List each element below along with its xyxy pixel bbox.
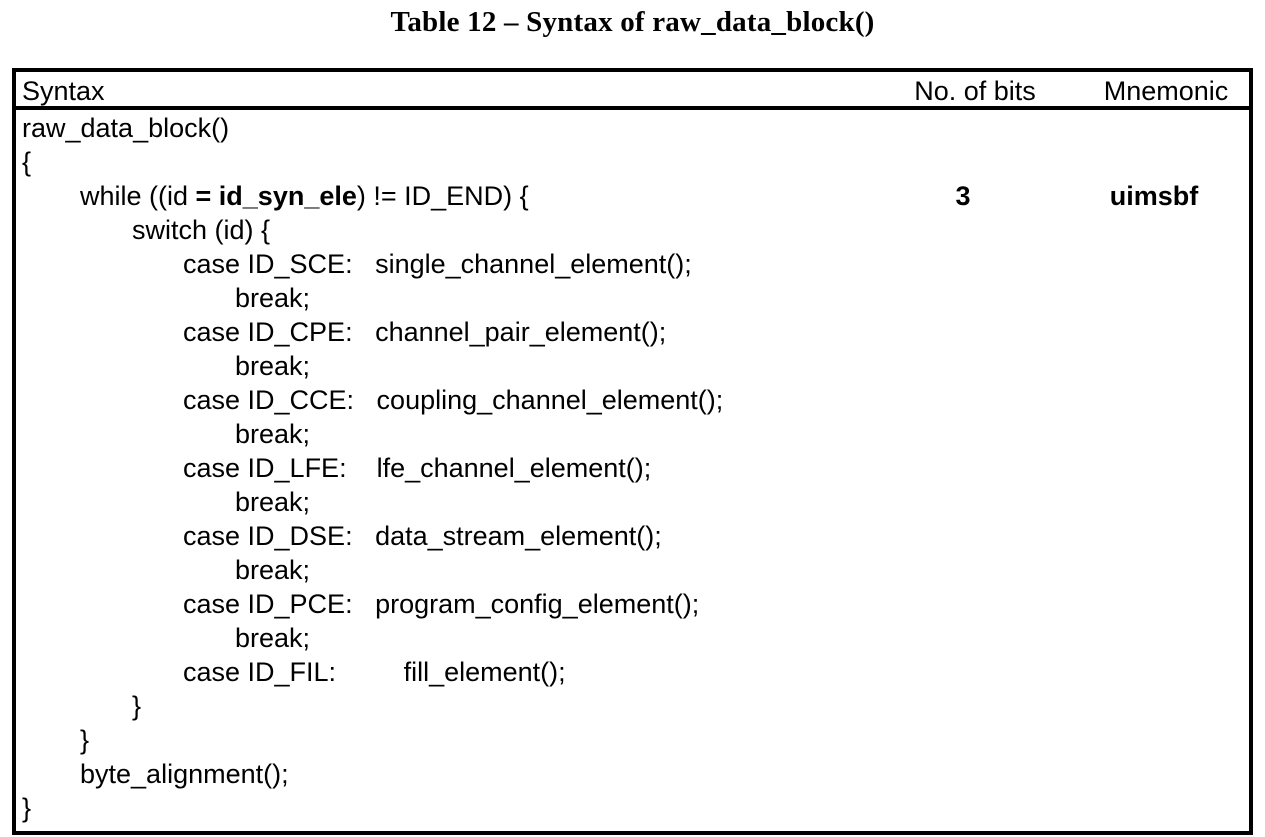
syntax-code-cell: case ID_CPE: channel_pair_element(); (183, 315, 666, 349)
syntax-text: break; (235, 351, 311, 381)
syntax-row: case ID_FIL: fill_element(); (16, 655, 1249, 689)
column-header-no-of-bits: No. of bits (914, 76, 1036, 106)
syntax-row: case ID_CPE: channel_pair_element(); (16, 315, 1249, 349)
syntax-row: { (16, 145, 1249, 179)
syntax-code-cell: break; (235, 417, 310, 451)
column-header-mnemonic: Mnemonic (1103, 76, 1229, 106)
syntax-row: case ID_SCE: single_channel_element(); (16, 247, 1249, 281)
syntax-text: ) != ID_END) { (356, 181, 529, 211)
syntax-code-cell: case ID_PCE: program_config_element(); (183, 587, 699, 621)
syntax-row: break; (16, 621, 1249, 655)
syntax-text: } (22, 793, 32, 823)
syntax-table: Syntax No. of bits Mnemonic raw_data_blo… (12, 68, 1253, 835)
table-caption: Table 12 – Syntax of raw_data_block() (390, 6, 875, 38)
syntax-text: } (132, 691, 142, 721)
syntax-code-cell: case ID_CCE: coupling_channel_element(); (183, 383, 723, 417)
syntax-code-cell: case ID_LFE: lfe_channel_element(); (183, 451, 651, 485)
syntax-code-cell: break; (235, 349, 310, 383)
syntax-text: break; (235, 623, 311, 653)
syntax-code-cell: } (80, 723, 89, 757)
syntax-text: break; (235, 555, 311, 585)
syntax-text: { (22, 147, 32, 177)
syntax-code-cell: case ID_DSE: data_stream_element(); (183, 519, 662, 553)
syntax-code-cell: case ID_FIL: fill_element(); (183, 655, 566, 689)
syntax-row: case ID_DSE: data_stream_element(); (16, 519, 1249, 553)
syntax-text: switch (id) { (132, 215, 271, 245)
syntax-text: case ID_SCE: single_channel_element(); (183, 249, 692, 279)
syntax-row: case ID_PCE: program_config_element(); (16, 587, 1249, 621)
syntax-text: case ID_CPE: channel_pair_element(); (183, 317, 667, 347)
syntax-text: case ID_DSE: data_stream_element(); (183, 521, 662, 551)
syntax-code-cell: break; (235, 553, 310, 587)
syntax-text: byte_alignment(); (80, 759, 289, 789)
syntax-code-cell: break; (235, 281, 310, 315)
syntax-code-cell: case ID_SCE: single_channel_element(); (183, 247, 692, 281)
syntax-row: break; (16, 553, 1249, 587)
syntax-text: case ID_CCE: coupling_channel_element(); (183, 385, 724, 415)
syntax-code-cell: raw_data_block() (22, 111, 229, 145)
syntax-row: byte_alignment(); (16, 757, 1249, 791)
syntax-text: case ID_PCE: program_config_element(); (183, 589, 700, 619)
table-body: raw_data_block(){while ((id = id_syn_ele… (16, 110, 1249, 825)
syntax-row: break; (16, 349, 1249, 383)
mnemonic-cell: uimsbf (1109, 181, 1199, 211)
column-header-syntax: Syntax (22, 76, 105, 106)
syntax-row: break; (16, 281, 1249, 315)
syntax-code-cell: switch (id) { (132, 213, 270, 247)
syntax-row: } (16, 689, 1249, 723)
syntax-code-cell: break; (235, 621, 310, 655)
syntax-row: switch (id) { (16, 213, 1249, 247)
syntax-text: } (80, 725, 90, 755)
syntax-row: } (16, 791, 1249, 825)
syntax-row: case ID_LFE: lfe_channel_element(); (16, 451, 1249, 485)
syntax-code-cell: } (132, 689, 141, 723)
syntax-code-cell: } (22, 791, 31, 825)
syntax-row: case ID_CCE: coupling_channel_element(); (16, 383, 1249, 417)
syntax-text: break; (235, 283, 311, 313)
syntax-code-cell: { (22, 145, 31, 179)
syntax-row: break; (16, 485, 1249, 519)
syntax-row: while ((id = id_syn_ele) != ID_END) { 3 ui… (16, 179, 1249, 213)
syntax-row: } (16, 723, 1249, 757)
syntax-text: break; (235, 487, 311, 517)
syntax-code-cell: while ((id = id_syn_ele) != ID_END) { (80, 179, 529, 213)
syntax-text: break; (235, 419, 311, 449)
syntax-text: while ((id (80, 181, 196, 211)
syntax-code-cell: byte_alignment(); (80, 757, 289, 791)
syntax-text: raw_data_block() (22, 113, 230, 143)
syntax-keyword-bold: = id_syn_ele (195, 181, 357, 211)
syntax-row: raw_data_block() (16, 111, 1249, 145)
table-header-row: Syntax No. of bits Mnemonic (16, 72, 1249, 110)
no-of-bits-cell: 3 (955, 181, 971, 211)
syntax-text: case ID_LFE: lfe_channel_element(); (183, 453, 652, 483)
syntax-code-cell: break; (235, 485, 310, 519)
syntax-row: break; (16, 417, 1249, 451)
syntax-text: case ID_FIL: fill_element(); (183, 657, 566, 687)
